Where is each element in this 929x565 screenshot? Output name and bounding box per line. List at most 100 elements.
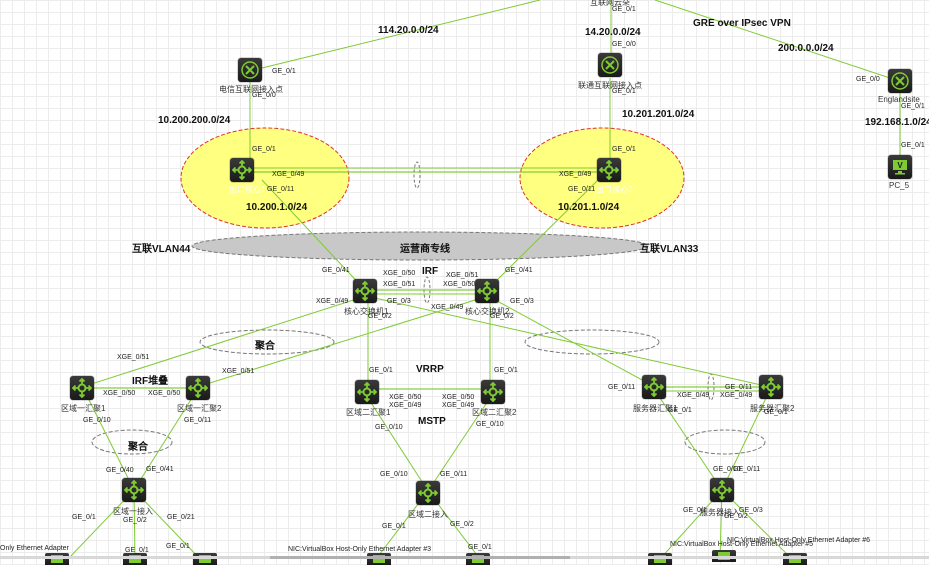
port-label: GE_0/1 (468, 544, 492, 551)
router-englandsite[interactable] (888, 69, 912, 93)
port-label: XGE_0/49 (720, 392, 753, 399)
net-telecom-lan: 10.200.200.0/24 (158, 115, 231, 126)
port-label: XGE_0/49 (272, 171, 305, 178)
node-name-acc2: 区域二接入 (408, 510, 448, 519)
switch-egress1[interactable] (230, 158, 254, 182)
port-label: GE_0/1 (252, 146, 276, 153)
switch-server-agg2[interactable] (759, 375, 783, 399)
router-unicom[interactable] (598, 53, 622, 77)
port-label: GE_0/11 (725, 384, 753, 391)
node-name-england: Englandsite (878, 95, 920, 104)
router-icon (241, 61, 259, 79)
net-england-lan: 192.168.1.0/24 (865, 117, 929, 128)
port-label: XGE_0/50 (389, 394, 422, 401)
scrollbar-thumb[interactable] (270, 556, 570, 559)
net-egress1-lan: 10.200.1.0/24 (246, 202, 308, 213)
node-name-acc1: 区域一接入 (113, 507, 153, 516)
port-label: GE_0/3 (387, 298, 411, 305)
monitor-icon: V (893, 160, 907, 175)
port-label: GE_0/0 (612, 41, 636, 48)
port-label: GE_0/1 (272, 68, 296, 75)
port-label: GE_0/1 (72, 514, 96, 521)
port-label: GE_0/10 (713, 466, 741, 473)
switch-access2[interactable] (416, 481, 440, 505)
link-cloud-england (654, 0, 891, 79)
switch-core2[interactable] (475, 279, 499, 303)
port-label: GE_0/1 (369, 367, 393, 374)
node-name-egress1: 出口核心1 (229, 185, 266, 194)
host-server-3[interactable] (783, 553, 807, 565)
node-name-srvacc: 服务器接入 (700, 508, 740, 517)
switch-server-agg1[interactable] (642, 375, 666, 399)
port-label: GE_0/1 (494, 367, 518, 374)
host-server-1[interactable] (648, 553, 672, 565)
port-label: XGE_0/50 (383, 270, 416, 277)
l3-switch-icon (761, 377, 781, 397)
node-name-core1: 核心交换机1 (344, 307, 389, 316)
pc-5[interactable]: V (888, 155, 912, 179)
irf-ellipse-egress (413, 161, 421, 189)
l3-switch-icon (712, 480, 732, 500)
port-label: GE_0/1 (901, 103, 925, 110)
host-area1-3[interactable] (193, 553, 217, 565)
nic-label: Only Ethernet Adapter (0, 545, 69, 552)
router-telecom[interactable] (238, 58, 262, 82)
port-label: GE_0/1 (612, 88, 636, 95)
link-agg1a-acc1 (87, 397, 135, 491)
port-label: GE_0/10 (380, 471, 408, 478)
l3-switch-icon (644, 377, 664, 397)
host-area1-2[interactable] (123, 553, 147, 565)
nic-label: NIC:VirtualBox Host-Only Ethernet Adapte… (288, 546, 432, 553)
tag-irf: IRF (422, 266, 439, 277)
host-area2-1[interactable] (367, 553, 391, 565)
switch-core1[interactable] (353, 279, 377, 303)
port-label: GE_0/1 (612, 6, 636, 13)
port-label: XGE_0/49 (442, 402, 475, 409)
port-label: GE_0/1 (901, 142, 925, 149)
l3-switch-icon (357, 382, 377, 402)
port-label: GE_0/11 (733, 466, 761, 473)
l3-switch-icon (483, 382, 503, 402)
port-label: GE_0/3 (739, 507, 763, 514)
switch-agg1a[interactable] (70, 376, 94, 400)
l3-switch-icon (124, 480, 144, 500)
port-label: XGE_0/50 (148, 390, 181, 397)
port-label: GE_0/1 (668, 407, 692, 414)
switch-egress2[interactable] (597, 158, 621, 182)
net-unicom-lan: 10.201.201.0/24 (622, 109, 695, 120)
link-srvagg2-srvacc (721, 397, 767, 491)
switch-access1[interactable] (122, 478, 146, 502)
port-label: XGE_0/50 (442, 394, 475, 401)
link-core1-agg1a (81, 295, 367, 388)
tag-vlan33: 互联VLAN33 (640, 244, 699, 255)
host-area2-2[interactable] (466, 553, 490, 565)
port-label: XGE_0/51 (446, 272, 479, 279)
port-label: GE_0/41 (322, 267, 350, 274)
horizontal-scrollbar[interactable] (0, 556, 929, 559)
aggregation-ellipse-right (524, 329, 660, 355)
port-label: XGE_0/51 (383, 281, 416, 288)
port-label: XGE_0/50 (443, 281, 476, 288)
link-agg1b-acc1 (133, 397, 193, 491)
tag-carrier: 运营商专线 (400, 244, 450, 255)
node-name-agg2b: 区域二汇聚2 (472, 408, 517, 417)
router-icon (891, 72, 909, 90)
node-name-pc5: PC_5 (889, 181, 910, 190)
aggregation-ellipse-area1 (91, 429, 173, 455)
node-name-agg1a: 区域一汇聚1 (61, 404, 106, 413)
host-area1-1[interactable] (45, 553, 69, 565)
port-label: GE_0/41 (505, 267, 533, 274)
port-label: XGE_0/51 (222, 368, 255, 375)
switch-server-access[interactable] (710, 478, 734, 502)
switch-agg2b[interactable] (481, 380, 505, 404)
router-icon (601, 56, 619, 74)
l3-switch-icon (599, 160, 619, 180)
tag-agg-bottom: 聚合 (128, 442, 148, 453)
node-name-core2: 核心交换机2 (465, 307, 510, 316)
net-unicom-wan: 14.20.0.0/24 (585, 27, 641, 38)
l3-switch-icon (188, 378, 208, 398)
switch-agg2a[interactable] (355, 380, 379, 404)
switch-agg1b[interactable] (186, 376, 210, 400)
port-label: GE_0/11 (608, 384, 636, 391)
port-label: GE_0/1 (125, 547, 149, 554)
